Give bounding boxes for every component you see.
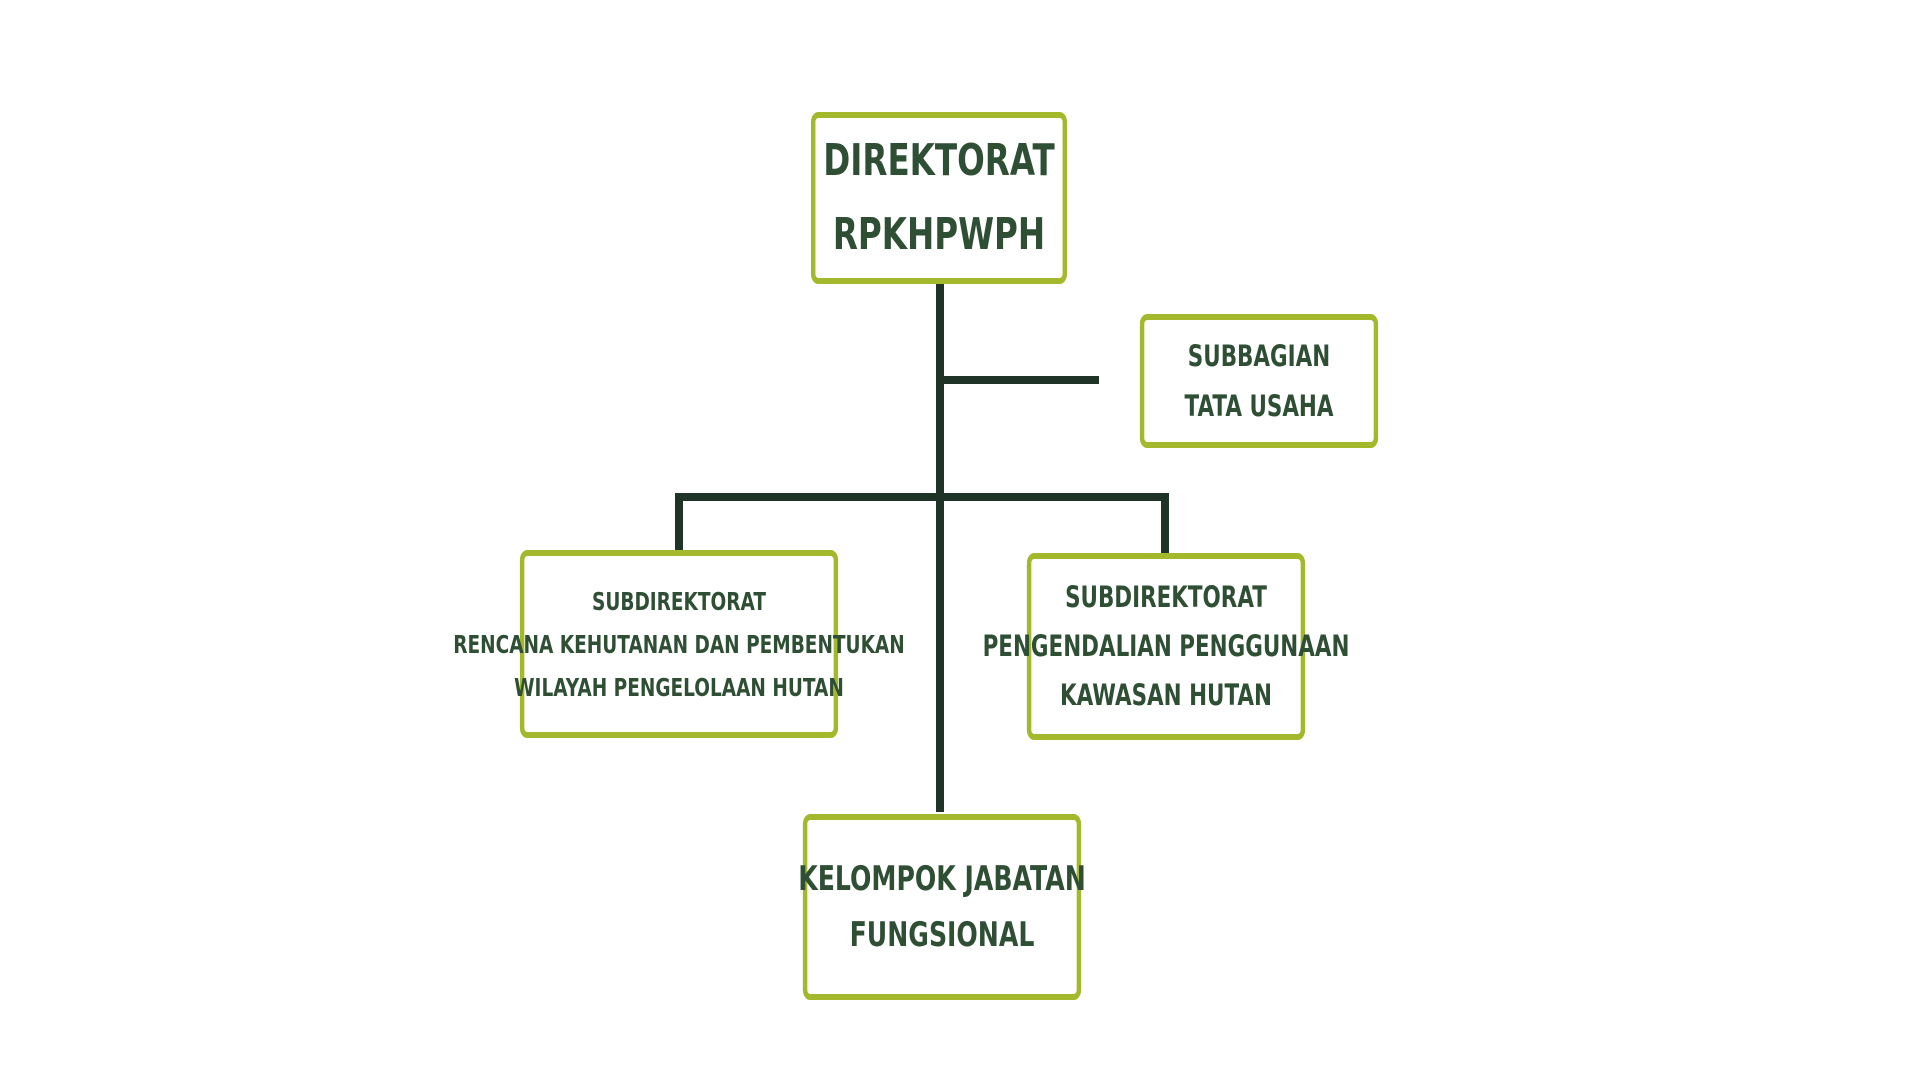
- subdirectorate-planning-box: SUBDIREKTORAT RENCANA KEHUTANAN DAN PEMB…: [453, 550, 905, 738]
- subdirectorate-planning-label-line-3: WILAYAH PENGELOLAAN HUTAN: [514, 672, 844, 702]
- subdirectorate-control-box: SUBDIREKTORAT PENGENDALIAN PENGGUNAAN KA…: [983, 553, 1349, 740]
- functional-group-box: KELOMPOK JABATAN FUNGSIONAL: [798, 814, 1086, 1000]
- functional-group-label-line-2: FUNGSIONAL: [849, 915, 1035, 955]
- subdirectorate-control-label-line-1: SUBDIREKTORAT: [1065, 580, 1267, 614]
- subdirectorate-planning-label-line-1: SUBDIREKTORAT: [591, 586, 766, 616]
- admin-unit-label-line-1: SUBBAGIAN: [1187, 339, 1331, 373]
- directorate-label-line-2: RPKHPWPH: [832, 209, 1046, 260]
- functional-group-label-line-1: KELOMPOK JABATAN: [798, 859, 1086, 899]
- directorate-label-line-1: DIREKTORAT: [823, 135, 1055, 186]
- subdirectorate-control-label-line-3: KAWASAN HUTAN: [1059, 678, 1273, 712]
- admin-unit-label-line-2: TATA USAHA: [1184, 389, 1334, 423]
- subdirectorate-planning-label-line-2: RENCANA KEHUTANAN DAN PEMBENTUKAN: [453, 629, 905, 659]
- directorate-box: DIREKTORAT RPKHPWPH: [810, 112, 1068, 284]
- admin-unit-box: SUBBAGIAN TATA USAHA: [1139, 314, 1379, 448]
- subdirectorate-control-label-line-2: PENGENDALIAN PENGGUNAAN: [982, 629, 1350, 663]
